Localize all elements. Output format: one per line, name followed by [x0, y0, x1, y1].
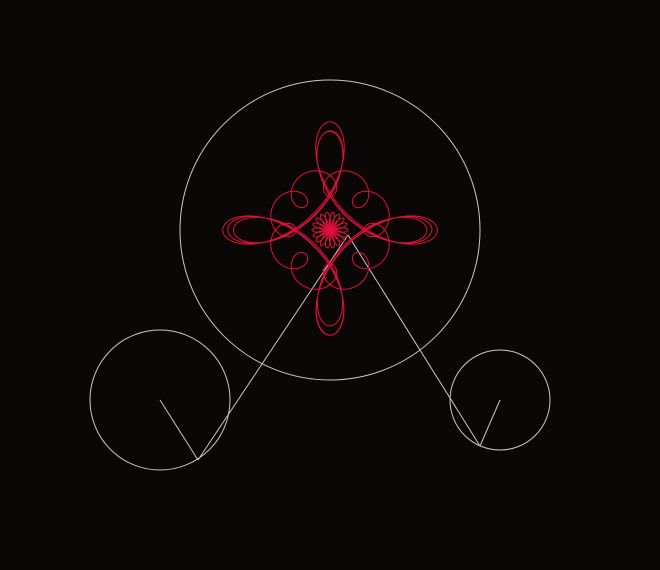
right-wheel: [449, 349, 551, 451]
center-star-trace: [311, 211, 349, 249]
pen-trace: [222, 121, 438, 336]
left-crank-arm: [159, 399, 199, 461]
loop-ring-trace: [270, 170, 390, 290]
wheel-guides: [89, 79, 551, 471]
linkage-arms: [159, 234, 501, 461]
main-wheel: [179, 79, 481, 381]
left-wheel: [89, 329, 231, 471]
left-connecting-rod: [197, 234, 349, 461]
rosette-trace: [222, 121, 438, 336]
right-connecting-rod: [347, 234, 481, 447]
right-crank-arm: [479, 399, 501, 447]
